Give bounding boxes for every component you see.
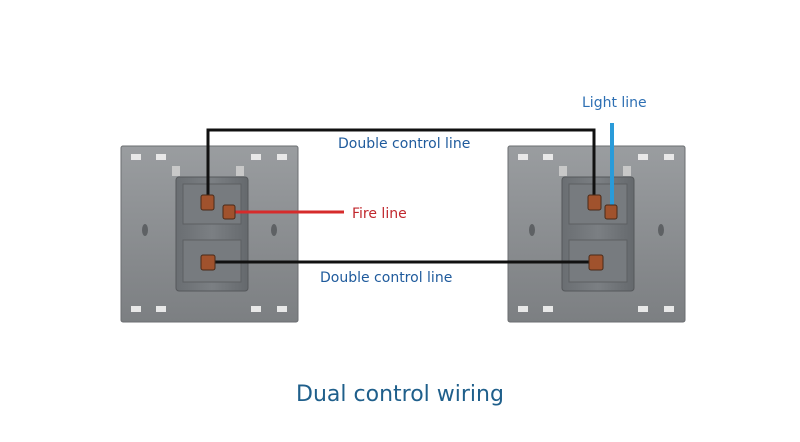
double-control-line-top-label: Double control line [338,136,471,152]
fire-line-label: Fire line [352,206,407,222]
terminal [200,194,215,211]
light-line-label: Light line [582,95,647,111]
left-terminals [200,194,236,271]
right-switch-panel [507,145,686,323]
terminal [587,194,602,211]
double-control-line-bottom-label: Double control line [320,270,453,286]
right-terminals [587,194,618,271]
terminal [222,204,236,220]
double-control-wire-top [206,128,596,202]
terminal [200,254,216,271]
diagram-caption: Dual control wiring [296,382,504,407]
terminal [604,204,618,220]
terminal [588,254,604,271]
